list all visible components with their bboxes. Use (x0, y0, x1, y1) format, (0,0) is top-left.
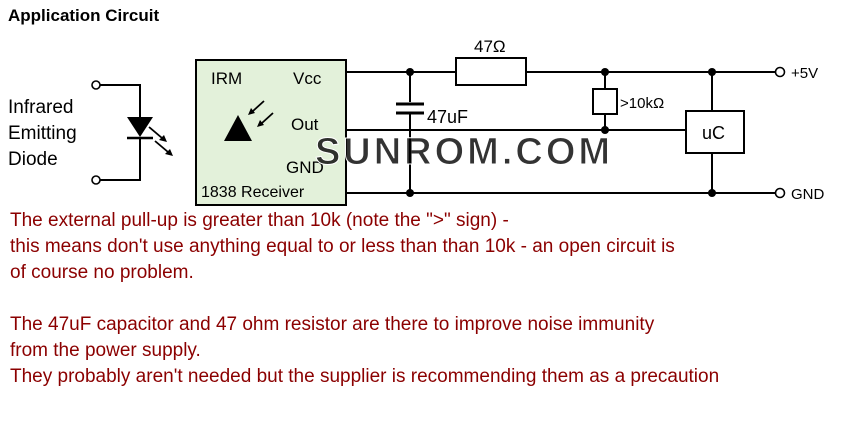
page-title: Application Circuit (8, 6, 160, 25)
power-rail-label: +5V (791, 65, 818, 82)
wire-led-cathode (100, 139, 141, 181)
led-label-line-1: Infrared (8, 97, 73, 118)
junction-dot (601, 126, 609, 134)
wire-led-anode (100, 84, 141, 117)
note-line: The 47uF capacitor and 47 ohm resistor a… (10, 314, 655, 335)
capacitor-label: 47uF (427, 107, 468, 127)
led-emission-arrows (148, 126, 173, 156)
receiver-module-box (195, 59, 347, 206)
power-terminal (774, 66, 786, 78)
series-resistor-label: 47Ω (474, 37, 506, 56)
microcontroller-box (685, 110, 745, 154)
junction-dot (708, 189, 716, 197)
junction-dot (406, 68, 414, 76)
receiver-pin-out-label: Out (291, 115, 319, 134)
note-line: from the power supply. (10, 340, 201, 361)
capacitor-plates (396, 102, 424, 115)
receiver-incoming-arrows (248, 100, 274, 127)
led-label-line-3: Diode (8, 149, 58, 170)
pullup-resistor-body (592, 88, 618, 115)
note-line: this means don't use anything equal to o… (10, 236, 675, 257)
series-resistor-body (455, 57, 527, 86)
junction-dot (601, 68, 609, 76)
receiver-name-label: IRM (211, 69, 242, 88)
note-line: They probably aren't needed but the supp… (10, 366, 720, 387)
note-line: The external pull-up is greater than 10k… (10, 210, 509, 231)
microcontroller-label: uC (702, 123, 725, 143)
receiver-pin-gnd-label: GND (286, 158, 324, 177)
circuit-diagram: Infrared Emitting Diode IRM Vcc Out GND … (8, 37, 825, 206)
led-terminal-top (91, 80, 101, 90)
watermark: SUNROM.COM (315, 131, 613, 173)
receiver-caption: 1838 Receiver (201, 184, 305, 201)
note-paragraph-1: The external pull-up is greater than 10k… (10, 208, 675, 286)
junction-dots (406, 68, 716, 197)
pullup-resistor-label: >10kΩ (620, 95, 664, 112)
junction-dot (708, 68, 716, 76)
led-diode-triangle (127, 117, 153, 137)
junction-dot (406, 189, 414, 197)
ground-terminal (774, 187, 786, 199)
receiver-photodiode-triangle (224, 115, 252, 141)
receiver-pin-vcc-label: Vcc (293, 69, 322, 88)
ground-rail-label: GND (791, 186, 825, 203)
led-terminal-bottom (91, 175, 101, 185)
note-paragraph-2: The 47uF capacitor and 47 ohm resistor a… (10, 312, 719, 390)
led-label-line-2: Emitting (8, 123, 77, 144)
note-line: of course no problem. (10, 262, 194, 283)
